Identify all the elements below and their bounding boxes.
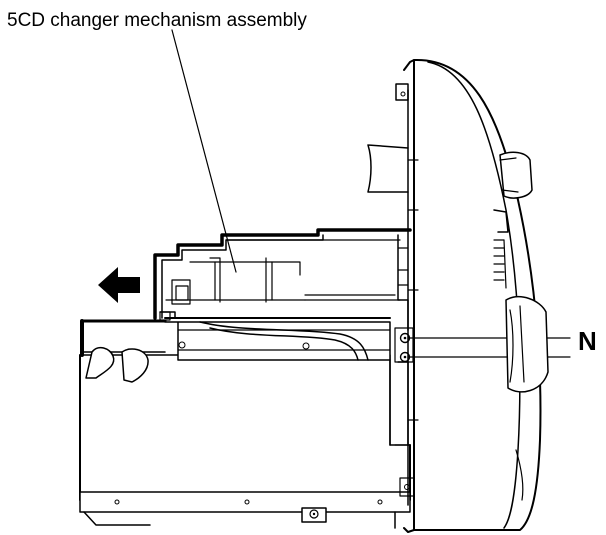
arrow-left-icon: [98, 267, 140, 303]
front-panel: [367, 58, 549, 533]
chassis-base: [79, 354, 411, 529]
changer-mechanism-assembly: [153, 228, 412, 361]
ribbon-cables: [85, 346, 149, 383]
assembly-callout-label: 5CD changer mechanism assembly: [7, 10, 307, 31]
assembly-leader-line: [171, 29, 237, 273]
rear-chassis-plate: [389, 234, 415, 501]
screw-callout-label: N: [578, 326, 597, 356]
